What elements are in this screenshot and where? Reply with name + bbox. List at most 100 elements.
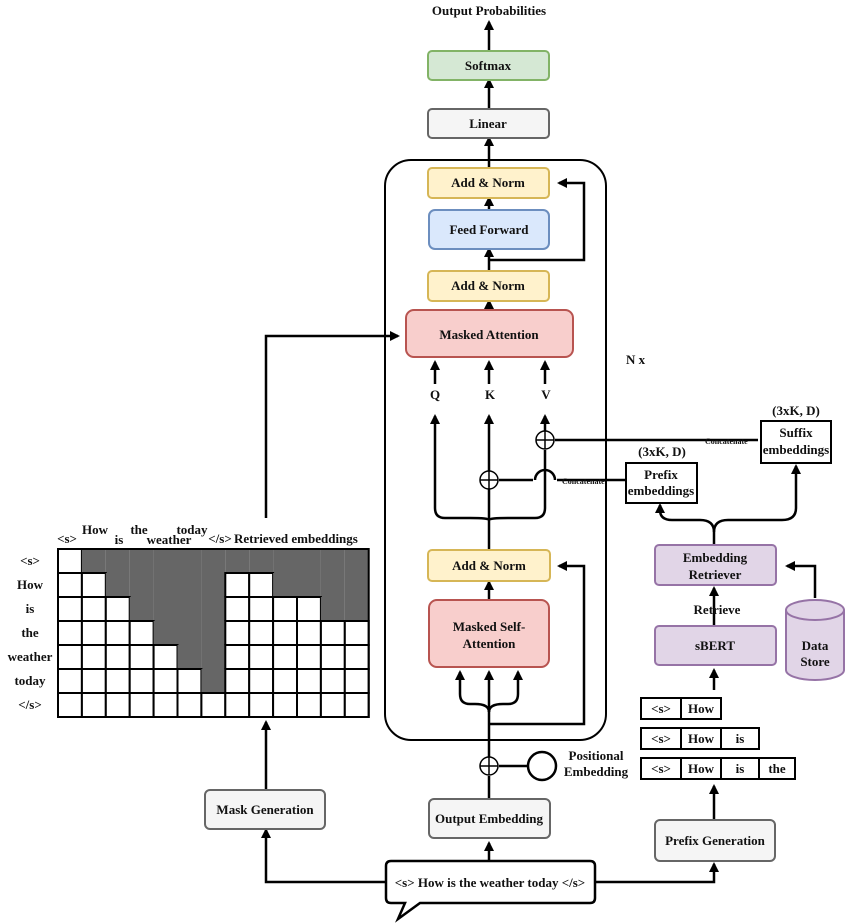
mask-row-label: the xyxy=(21,625,39,640)
prefix-token: <s> xyxy=(651,761,671,776)
mask-cell xyxy=(273,549,297,573)
mask-cell xyxy=(104,620,131,646)
positional-embedding-line2: Embedding xyxy=(564,764,629,779)
mask-cell xyxy=(224,644,251,670)
mask-row-label: <s> xyxy=(20,553,40,568)
mask-cell xyxy=(248,668,275,694)
mask-cell xyxy=(104,596,131,622)
mask-cell xyxy=(272,692,299,718)
mask-cell xyxy=(248,572,275,598)
input-sentence-text: <s> How is the weather today </s> xyxy=(395,875,585,890)
residual-sa xyxy=(489,561,586,726)
mask-row-label: How xyxy=(17,577,44,592)
mask-cell xyxy=(153,621,178,645)
output-embedding-box: Output Embedding xyxy=(428,798,551,839)
mask-cell xyxy=(105,549,130,573)
svg-text:Embedding: Embedding xyxy=(683,550,748,565)
prefix-token-box xyxy=(758,757,796,780)
mask-cell xyxy=(272,596,299,622)
mask-col-header: the xyxy=(130,522,148,537)
mask-cell xyxy=(296,620,322,646)
mask-cell xyxy=(296,644,322,670)
mask-cell xyxy=(320,597,345,621)
mask-cell xyxy=(153,549,178,573)
mask-cell xyxy=(248,620,275,646)
arrow-sentence-mask xyxy=(261,828,387,884)
data-store-cylinder: Data Store xyxy=(785,599,845,681)
svg-text:Masked Self-: Masked Self- xyxy=(453,619,526,634)
masked-self-attention-box: Masked Self- Attention xyxy=(428,599,550,668)
mask-col-header: How xyxy=(82,522,109,537)
residual-ff xyxy=(489,178,586,262)
mask-cell xyxy=(177,597,202,621)
linear-box: Linear xyxy=(427,108,550,139)
v-label: V xyxy=(541,387,551,402)
arrow-sentence-prefix xyxy=(594,862,719,884)
mask-col-header: today xyxy=(176,522,208,537)
add-norm-low-box: Add & Norm xyxy=(427,549,551,582)
mask-cell xyxy=(129,573,154,597)
svg-text:Retriever: Retriever xyxy=(689,567,742,582)
mask-cell xyxy=(128,644,155,670)
prefix-token-box xyxy=(720,727,760,750)
concatenate-label-suffix: Concatenate xyxy=(705,437,748,446)
retrieved-embeddings-label: Retrieved embeddings xyxy=(234,531,358,546)
mask-cell xyxy=(272,644,299,670)
svg-text:Add & Norm: Add & Norm xyxy=(451,175,525,190)
mask-cell xyxy=(296,596,322,622)
prefix-token: is xyxy=(736,761,745,776)
mask-cell xyxy=(80,572,107,598)
add-norm-top-box: Add & Norm xyxy=(427,167,550,199)
svg-text:Feed Forward: Feed Forward xyxy=(449,222,529,237)
mask-cell xyxy=(129,597,154,621)
mask-cell xyxy=(297,549,321,573)
mask-cell xyxy=(273,573,297,597)
svg-text:Linear: Linear xyxy=(469,116,507,131)
mask-cell xyxy=(201,597,226,621)
masked-attention-box: Masked Attention xyxy=(405,309,574,358)
mask-cell xyxy=(224,668,251,694)
prefix-token: How xyxy=(688,731,715,746)
prefix-token: the xyxy=(768,761,786,776)
mask-cell xyxy=(80,644,107,670)
mask-cell xyxy=(177,549,202,573)
mask-cell xyxy=(105,573,130,597)
concat-hop xyxy=(533,468,557,481)
mask-cell xyxy=(57,596,83,622)
mask-cell xyxy=(224,692,251,718)
suffix-shape-label: (3xK, D) xyxy=(772,403,820,418)
prefix-token: <s> xyxy=(651,731,671,746)
mask-row-label: is xyxy=(26,601,35,616)
mask-cell xyxy=(104,644,131,670)
mask-cell xyxy=(297,573,321,597)
prefix-token: How xyxy=(688,701,715,716)
svg-text:Output Embedding: Output Embedding xyxy=(435,811,544,826)
mask-cell xyxy=(57,692,83,718)
prefix-token: How xyxy=(688,761,715,776)
mask-cell xyxy=(224,572,251,598)
svg-text:Mask Generation: Mask Generation xyxy=(216,802,314,817)
mask-cell xyxy=(128,620,155,646)
mask-cell xyxy=(343,668,370,694)
add-norm-mid-box: Add & Norm xyxy=(427,270,550,302)
prefix-token: <s> xyxy=(651,701,671,716)
q-label: Q xyxy=(430,387,440,402)
svg-text:Suffix: Suffix xyxy=(779,425,813,440)
mask-cell xyxy=(201,645,226,669)
output-probabilities-label: Output Probabilities xyxy=(432,3,546,18)
mask-cell xyxy=(248,644,275,670)
input-split-left xyxy=(455,670,491,713)
mask-col-header: <s> xyxy=(57,531,77,546)
mask-cell xyxy=(80,620,107,646)
prefix-generation-box: Prefix Generation xyxy=(654,819,776,862)
mask-cell xyxy=(319,620,346,646)
branch-suffix-emb xyxy=(712,464,801,533)
mask-cell xyxy=(57,620,83,646)
mask-cell xyxy=(319,644,346,670)
k-label: K xyxy=(485,387,496,402)
mask-cell xyxy=(248,692,275,718)
connectors xyxy=(261,20,817,884)
mask-cell xyxy=(320,549,345,573)
